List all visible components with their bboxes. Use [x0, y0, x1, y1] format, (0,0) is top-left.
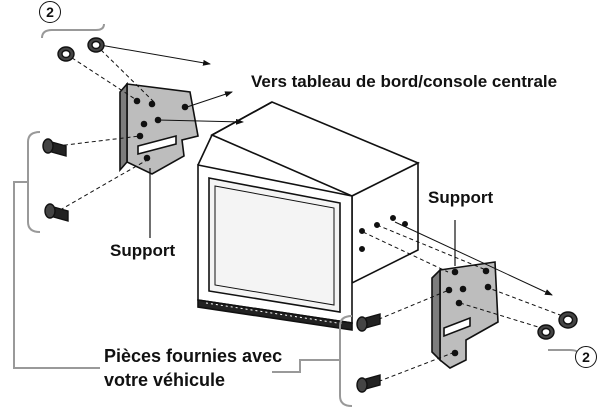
head-unit [197, 101, 420, 331]
support-label-left: Support [110, 241, 176, 260]
screw-icon [537, 311, 578, 340]
bracket-right [431, 261, 499, 369]
vehicle-parts-label-line1: Pièces fournies avec [104, 346, 283, 366]
bracket-left [119, 81, 199, 175]
vehicle-parts-label-line2: votre véhicule [104, 370, 226, 390]
screw-icon [356, 313, 381, 393]
support-label-right: Support [428, 188, 494, 207]
leader-lines [13, 181, 340, 373]
callout-2-bottom: 2 [575, 346, 597, 368]
callout-2-top: 2 [39, 1, 61, 23]
dashboard-console-label: Vers tableau de bord/console centrale [251, 72, 558, 91]
screw-icon [42, 138, 69, 222]
leader-lines-dark [149, 168, 456, 266]
screw-icon [57, 37, 105, 62]
assembly-lines [56, 44, 569, 385]
